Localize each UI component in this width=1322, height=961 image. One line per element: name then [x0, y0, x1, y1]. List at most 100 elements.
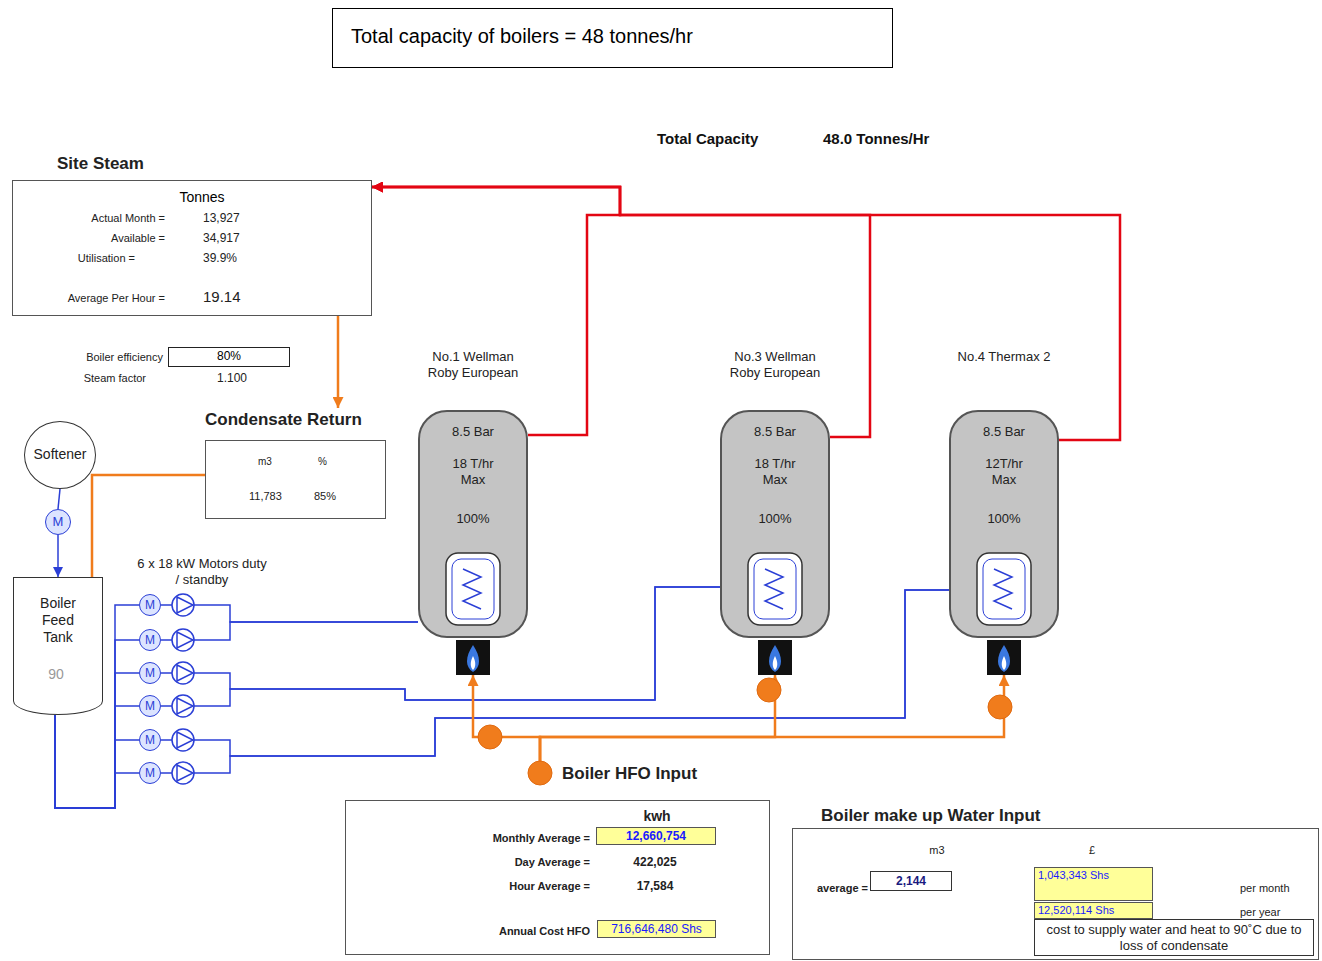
node-label: No.1 Wellman Roby European	[418, 349, 528, 380]
node-text: 100%	[758, 511, 791, 527]
boiler-vessel: No.1 Wellman Roby European 8.5 Bar 18 T/hr…	[418, 345, 528, 675]
node-label: M	[145, 733, 155, 747]
node-text: 422,025	[633, 855, 676, 869]
motor-circle: M	[139, 629, 161, 651]
node-label: 80%	[217, 349, 241, 363]
node-label: Total capacity of boilers = 48 tonnes/hr	[351, 24, 693, 48]
boiler-shape	[720, 345, 830, 675]
node-label: M	[145, 666, 155, 680]
node-label: M	[145, 699, 155, 713]
capacity-box: Total capacity of boilers = 48 tonnes/hr	[332, 8, 893, 68]
node-text: average =	[817, 882, 868, 895]
water-line	[55, 715, 139, 808]
water-line	[58, 489, 60, 509]
node-text: 90	[48, 666, 64, 683]
node-text: cost to supply water and heat to 90˚C du…	[1034, 919, 1314, 956]
node-label: M	[145, 633, 155, 647]
node-label: Softener	[34, 446, 87, 463]
boiler-vessel: No.4 Thermax 28.5 Bar12T/hr Max100%	[949, 345, 1059, 675]
node-label: Site Steam	[57, 154, 144, 174]
water-line	[161, 590, 949, 756]
motor-circle: M	[139, 695, 161, 717]
boiler-vessel: No.3 Wellman Roby European 8.5 Bar 18 T/hr…	[720, 345, 830, 675]
free-label: Boiler efficiency	[86, 351, 163, 364]
node-text: 39.9%	[203, 251, 237, 265]
node-text: 12,520,114 Shs	[1034, 902, 1153, 919]
node-text: 11,783	[249, 490, 282, 503]
node-text: 18 T/hr Max	[743, 456, 807, 487]
node-text: 1,043,343 Shs	[1034, 867, 1153, 901]
node-text: 13,927	[203, 211, 240, 225]
node-label: No.3 Wellman Roby European	[720, 349, 830, 380]
node-text: per year	[1240, 906, 1280, 919]
node-text: 8.5 Bar	[754, 424, 796, 440]
node-label: No.4 Thermax 2	[949, 349, 1059, 365]
node-text: 2,144	[870, 871, 952, 891]
fuel-condensate-line	[473, 675, 540, 763]
node-text: 12T/hr Max	[972, 456, 1036, 487]
node-text: kwh	[643, 808, 670, 825]
node-text: £	[1089, 844, 1095, 857]
softener-circle: Softener	[24, 421, 96, 489]
node-text: 18 T/hr Max	[441, 456, 505, 487]
node-text: Annual Cost HFO	[499, 925, 590, 938]
free-label: 1.100	[217, 371, 247, 385]
free-label: Steam factor	[84, 372, 146, 385]
node-label: Boiler Feed Tank	[29, 595, 87, 645]
node-text: Day Average =	[515, 856, 590, 869]
condensate-panel: Condensate Returnm3%11,78385%	[205, 408, 386, 519]
node-text: Actual Month =	[91, 212, 165, 225]
motor-circle: M	[139, 729, 161, 751]
node-label: M	[145, 766, 155, 780]
node-text: Available =	[111, 232, 165, 245]
node-text: 100%	[987, 511, 1020, 527]
node-text: 100%	[456, 511, 489, 527]
feed-tank: Boiler Feed Tank 90	[13, 577, 103, 715]
efficiency-box: 80%	[168, 347, 290, 367]
free-label: 6 x 18 kW Motors duty / standby	[137, 556, 267, 587]
node-text: m3	[929, 844, 944, 857]
node-text: Utilisation =	[78, 252, 135, 265]
node-text: per month	[1240, 882, 1290, 895]
water-panel: Boiler make up Water Input m3 £ average =2,…	[792, 806, 1319, 960]
fuel-condensate-line	[540, 675, 1004, 763]
node-text: 34,917	[203, 231, 240, 245]
motor-circle: M	[139, 662, 161, 684]
node-label: M	[53, 514, 64, 530]
node-text: 12,660,754	[596, 827, 716, 845]
water-line	[161, 590, 949, 773]
steam-line	[372, 187, 870, 437]
node-text: 85%	[314, 490, 336, 503]
node-text: 8.5 Bar	[452, 424, 494, 440]
node-text: 716,646,480 Shs	[597, 920, 716, 938]
hfo-panel: Boiler HFO InputkwhMonthly Average =12,6…	[345, 763, 770, 955]
water-line	[57, 535, 59, 577]
motor-circle: M	[139, 762, 161, 784]
steam-line	[372, 187, 1120, 440]
node-text: 19.14	[203, 288, 241, 306]
node-text: 17,584	[637, 879, 674, 893]
steam-line	[372, 187, 620, 435]
panel-border	[205, 440, 386, 519]
node-text: m3	[258, 456, 272, 468]
node-label: M	[145, 598, 155, 612]
motor-circle: M	[139, 594, 161, 616]
water-line	[55, 706, 139, 808]
node-text: Hour Average =	[509, 880, 590, 893]
free-label: Total Capacity	[657, 130, 758, 148]
boiler-shape	[418, 345, 528, 675]
node-label: Condensate Return	[205, 410, 362, 430]
water-line	[55, 715, 139, 808]
site-steam-panel: Site SteamTonnesActual Month = 13,927Avai…	[12, 152, 372, 316]
node-text: Average Per Hour =	[68, 292, 165, 305]
pump-symbol	[172, 594, 194, 784]
node-label: Boiler make up Water Input	[821, 806, 1040, 826]
water-line	[161, 622, 418, 640]
valve-symbol	[478, 678, 1012, 785]
node-text: Monthly Average =	[493, 832, 590, 845]
free-label: 48.0 Tonnes/Hr	[823, 130, 929, 148]
node-text: Tonnes	[179, 189, 224, 206]
water-line	[161, 605, 418, 622]
boiler-shape	[949, 345, 1059, 675]
